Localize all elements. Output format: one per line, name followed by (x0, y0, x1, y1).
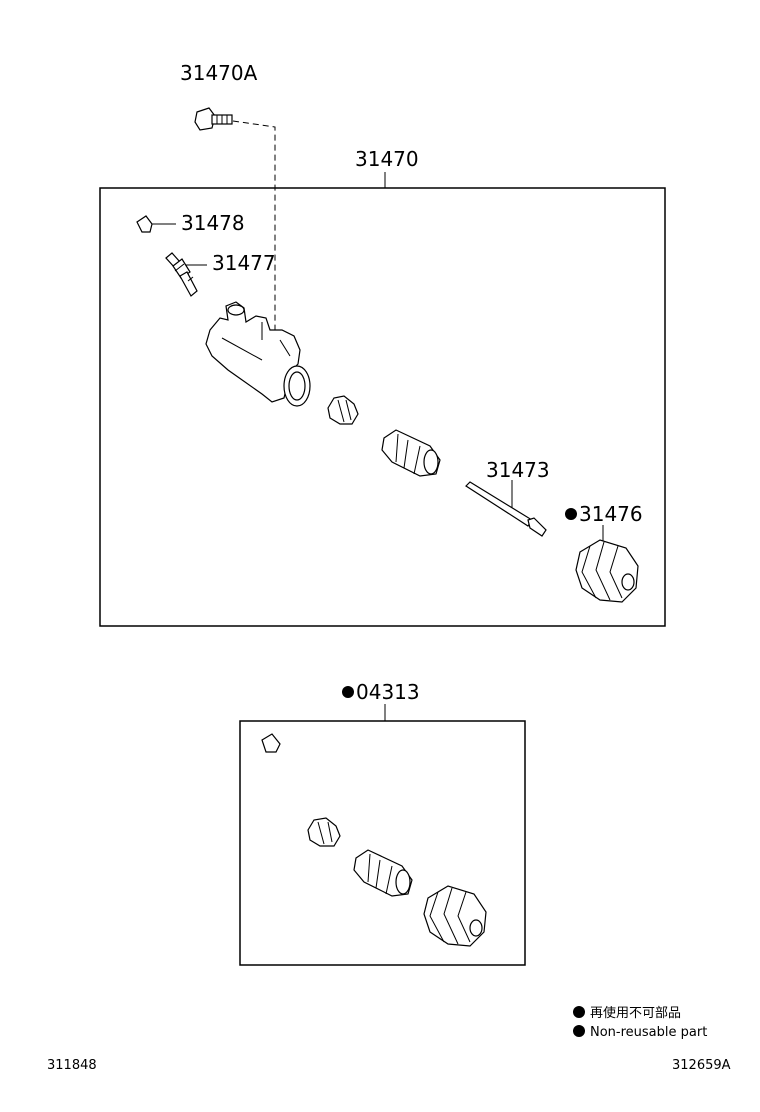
label-31470: 31470 (355, 147, 419, 171)
label-31478: 31478 (181, 211, 245, 235)
label-31473: 31473 (486, 458, 550, 482)
non-reusable-dot-31476 (565, 508, 577, 520)
legend-dot-en (573, 1025, 585, 1037)
kit-cap-part (261, 733, 281, 753)
footer-left-code: 311848 (47, 1058, 97, 1073)
bleeder-cap-part (136, 215, 153, 233)
kit-piston-cup-part (307, 817, 341, 847)
bleeder-plug-part (165, 252, 198, 297)
label-04313: 04313 (356, 680, 420, 704)
label-31470a: 31470A (180, 61, 258, 85)
legend-dot-jp (573, 1006, 585, 1018)
bolt-dashed-leader (232, 120, 276, 340)
label-31477: 31477 (212, 251, 276, 275)
piston-cup-part (327, 395, 359, 425)
push-rod-part (465, 481, 547, 537)
legend-text-jp: 再使用不可部品 (590, 1005, 681, 1021)
piston-part (381, 429, 441, 477)
label-31476: 31476 (579, 502, 643, 526)
legend-text-en: Non-reusable part (590, 1025, 707, 1040)
clutch-release-cylinder-body (205, 301, 311, 407)
boot-part (575, 539, 639, 603)
footer-right-code: 312659A (672, 1058, 731, 1073)
cylinder-assembly-frame (99, 187, 666, 627)
kit-piston-part (353, 849, 413, 897)
kit-boot-part (423, 885, 487, 947)
non-reusable-dot-04313 (342, 686, 354, 698)
bolt-part (194, 107, 233, 131)
repair-kit-frame (239, 720, 526, 966)
